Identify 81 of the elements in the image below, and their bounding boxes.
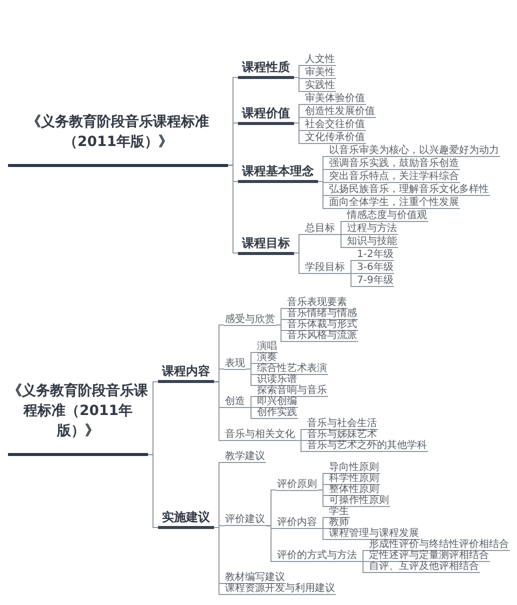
subtopic: 创造 <box>224 397 246 408</box>
subtopic: 审美性 <box>304 68 336 79</box>
main-branch-topic: 课程目标 <box>238 236 294 254</box>
branch-line <box>318 490 328 507</box>
subtopic: 音乐风格与流派 <box>286 331 358 342</box>
subtopic: 演唱 <box>256 342 278 353</box>
branch-line <box>246 407 256 419</box>
branch-line <box>294 77 304 92</box>
subtopic: 社会交往价值 <box>304 120 366 131</box>
subtopic: 创造性发展价值 <box>304 107 376 118</box>
subtopic: 表现 <box>224 358 246 370</box>
branch-line <box>346 273 356 287</box>
branch-line <box>246 368 256 386</box>
subtopic: 探索音响与音乐 <box>256 386 328 397</box>
branch-line <box>276 324 286 342</box>
main-branch-topic: 课程价值 <box>238 106 294 124</box>
subtopic: 即兴创编 <box>256 397 298 408</box>
branch-line <box>214 381 224 441</box>
branch-line <box>294 252 304 274</box>
subtopic: 音乐与艺术之外的其他学科 <box>306 441 428 452</box>
subtopic: 课程管理与课程发展 <box>328 529 420 540</box>
root-topic: 《义务教育阶段音乐课程标准（2011年版）》 <box>8 112 228 167</box>
main-branch-topic: 课程性质 <box>238 60 294 79</box>
main-branch-topic: 实施建议 <box>158 510 214 529</box>
subtopic: 审美体验价值 <box>304 94 366 105</box>
root-topic: 《义务教育阶段音乐课程标准（2011年版）》 <box>8 381 148 456</box>
subtopic: 创作实践 <box>256 408 298 419</box>
branch-line <box>214 527 224 595</box>
subtopic: 学段目标 <box>304 263 346 274</box>
branch-line <box>336 234 346 248</box>
subtopic: 音乐与姊妹艺术 <box>306 430 378 441</box>
subtopic: 实践性 <box>304 81 336 92</box>
main-branch-topic: 课程内容 <box>158 364 214 384</box>
subtopic: 教材编写建议 <box>224 573 286 584</box>
subtopic: 3-6年级 <box>356 263 394 274</box>
subtopic: 音乐体裁与形式 <box>286 320 358 331</box>
subtopic: 形成性评价与终结性评价相结合 <box>368 540 510 551</box>
subtopic: 教学建议 <box>224 452 266 463</box>
subtopic: 知识与技能 <box>346 237 398 248</box>
subtopic: 强调音乐实践，鼓励音乐创造 <box>328 159 460 170</box>
branch-line <box>228 164 238 254</box>
subtopic: 音乐与社会生活 <box>306 419 378 430</box>
subtopic: 科学性原则 <box>328 474 380 485</box>
subtopic: 过程与方法 <box>346 224 398 235</box>
subtopic: 人文性 <box>304 55 336 66</box>
subtopic: 音乐表现要素 <box>286 298 348 309</box>
subtopic: 演奏 <box>256 353 278 364</box>
subtopic: 评价内容 <box>276 518 318 529</box>
main-branch-topic: 课程基本理念 <box>238 164 318 183</box>
subtopic: 1-2年级 <box>356 250 394 261</box>
subtopic: 文化传承价值 <box>304 133 366 144</box>
subtopic: 音乐与相关文化 <box>224 430 296 441</box>
subtopic: 音乐情绪与情感 <box>286 309 358 320</box>
branch-line <box>266 525 276 562</box>
subtopic: 可操作性原则 <box>328 496 390 507</box>
subtopic: 弘扬民族音乐，理解音乐文化多样性 <box>328 185 490 196</box>
subtopic: 以音乐审美为核心，以兴趣爱好为动力 <box>328 146 500 157</box>
branch-line <box>318 528 328 540</box>
subtopic: 学生 <box>328 507 350 518</box>
subtopic: 感受与欣赏 <box>224 314 276 326</box>
subtopic: 面向全体学生，注重个性发展 <box>328 198 460 209</box>
subtopic: 整体性原则 <box>328 485 380 496</box>
subtopic: 评价的方式与方法 <box>276 551 358 562</box>
branch-line <box>318 181 328 209</box>
subtopic: 自评、互评及他评相结合 <box>368 562 480 573</box>
subtopic: 教师 <box>328 518 350 529</box>
subtopic: 评价原则 <box>276 480 318 490</box>
branch-line <box>358 561 368 573</box>
subtopic: 总目标 <box>304 224 336 235</box>
subtopic: 课程资源开发与利用建议 <box>224 584 336 595</box>
subtopic: 导向性原则 <box>328 463 380 474</box>
subtopic: 综合性艺术表演 <box>256 364 328 375</box>
subtopic: 识读乐谱 <box>256 375 298 386</box>
subtopic: 定性述评与定量测评相结合 <box>368 551 490 562</box>
subtopic: 评价建议 <box>224 515 266 526</box>
branch-line <box>148 454 158 528</box>
subtopic: 突出音乐特点，关注学科综合 <box>328 172 460 183</box>
subtopic: 7-9年级 <box>356 276 394 287</box>
branch-line <box>296 440 306 452</box>
subtopic: 情感态度与价值观 <box>346 211 428 222</box>
branch-line <box>294 122 304 144</box>
